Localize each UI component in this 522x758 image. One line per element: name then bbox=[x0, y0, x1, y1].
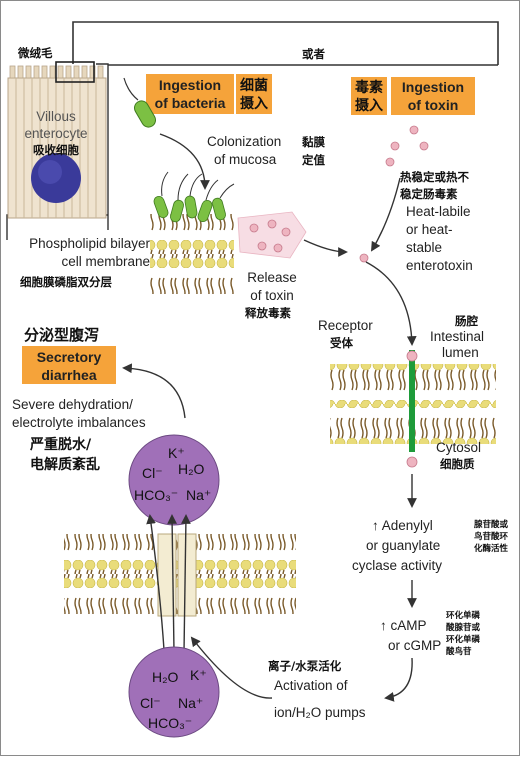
ingestion-toxin-en-2: of toxin bbox=[408, 97, 459, 113]
colonization-en-1: Colonization bbox=[207, 134, 281, 149]
release-en-1: Release bbox=[247, 270, 297, 285]
ion-bottom-na: Na⁺ bbox=[178, 695, 203, 711]
villous-enterocyte bbox=[7, 61, 107, 219]
colonization-zh-1: 黏膜 bbox=[302, 135, 325, 149]
adenylyl-zh-1: 腺苷酸或 bbox=[473, 519, 509, 530]
dehydration-to-diarrhea-arrow bbox=[122, 363, 186, 419]
pump-arrows bbox=[146, 514, 191, 653]
ingestion-bacteria-zh-1: 细菌 bbox=[240, 77, 268, 94]
ingestion-bacteria-en-2: of bacteria bbox=[155, 95, 226, 111]
bacterium-icon bbox=[123, 77, 156, 128]
ion-bottom-k: K⁺ bbox=[190, 667, 207, 683]
secretory-zh: 分泌型腹泻 bbox=[24, 326, 99, 344]
ion-top-na: Na⁺ bbox=[186, 487, 211, 503]
heat-en-4: enterotoxin bbox=[406, 258, 473, 273]
camp-arrow bbox=[384, 657, 413, 702]
heat-en-1: Heat-labile bbox=[406, 204, 471, 219]
ion-top-h2o: H₂O bbox=[178, 461, 205, 477]
ion-circle-top bbox=[128, 434, 220, 526]
secretory-diarrhea-box bbox=[22, 346, 116, 384]
colonization-en-2: of mucosa bbox=[214, 152, 277, 167]
camp-zh-4: 酸鸟苷 bbox=[446, 646, 472, 657]
ingestion-toxin-en-1: Ingestion bbox=[402, 79, 464, 95]
lumen-en-1: Intestinal bbox=[430, 329, 484, 344]
bacteria-arrow bbox=[159, 133, 210, 190]
ion-circle-bottom bbox=[128, 646, 220, 738]
camp-zh-1: 环化单磷 bbox=[446, 610, 481, 621]
colonized-membrane bbox=[150, 171, 235, 294]
camp-en-1: ↑ cAMP bbox=[380, 618, 427, 633]
toxin-to-receptor-arrow bbox=[365, 261, 417, 346]
camp-zh-2: 酸腺苷或 bbox=[446, 622, 481, 633]
or-label: 或者 bbox=[302, 47, 325, 61]
pump-activation-arrow bbox=[190, 636, 273, 699]
secretory-en-2: diarrhea bbox=[41, 367, 96, 383]
villous-label-1: Villous bbox=[36, 109, 76, 124]
dehydration-zh-2: 电解质紊乱 bbox=[30, 456, 100, 473]
phospholipid-zh: 细胞膜磷脂双分层 bbox=[20, 275, 112, 289]
villous-label-zh: 吸收细胞 bbox=[33, 143, 79, 157]
secretory-en-1: Secretory bbox=[37, 349, 102, 365]
ion-top-cl: Cl⁻ bbox=[142, 465, 163, 481]
ingestion-toxin-zh-1: 毒素 bbox=[355, 79, 383, 96]
villous-label-2: enterocyte bbox=[24, 126, 87, 141]
ion-bottom-hco3: HCO₃⁻ bbox=[148, 715, 192, 731]
camp-zh-3: 环化单磷 bbox=[446, 634, 481, 645]
toxin-release-cloud bbox=[237, 211, 307, 259]
colonization-zh-2: 定值 bbox=[302, 153, 325, 167]
ingestion-toxin-zh-2: 摄入 bbox=[355, 97, 383, 114]
target-membrane bbox=[330, 350, 496, 468]
phospholipid-en-2: cell membrane bbox=[61, 254, 150, 269]
microvilli-label: 微绒毛 bbox=[17, 46, 53, 60]
release-zh: 释放毒素 bbox=[245, 306, 291, 320]
cytosol-en: Cytosol bbox=[436, 440, 481, 455]
toxin-particles bbox=[359, 125, 429, 263]
adenylyl-zh-3: 化酶活性 bbox=[474, 543, 509, 554]
receptor-channel bbox=[409, 350, 415, 452]
dehydration-zh-1: 严重脱水/ bbox=[29, 436, 92, 453]
release-arrow bbox=[303, 239, 348, 257]
ion-top-hco3: HCO₃⁻ bbox=[134, 487, 178, 503]
cytosol-zh: 细胞质 bbox=[440, 457, 475, 471]
ingestion-toxin-box bbox=[351, 77, 475, 115]
ion-bottom-h2o: H₂O bbox=[152, 669, 179, 685]
heat-en-3: stable bbox=[406, 240, 442, 255]
receptor-en: Receptor bbox=[318, 318, 373, 333]
heat-zh-1: 热稳定或热不 bbox=[400, 170, 469, 184]
lumen-zh: 肠腔 bbox=[455, 314, 478, 328]
camp-en-2: or cGMP bbox=[388, 638, 441, 653]
dehydration-en-2: electrolyte imbalances bbox=[12, 415, 146, 430]
adenylyl-en-1: ↑ Adenylyl bbox=[372, 518, 433, 533]
pump-membrane bbox=[64, 533, 296, 617]
lumen-en-2: lumen bbox=[442, 345, 479, 360]
pump-zh: 离子/水泵活化 bbox=[268, 659, 342, 673]
pump-en-2: ion/H₂O pumps bbox=[274, 705, 366, 720]
ion-top-k: K⁺ bbox=[168, 445, 185, 461]
phospholipid-en-1: Phospholipid bilayer bbox=[29, 236, 150, 251]
adenylyl-zh-2: 鸟苷酸环 bbox=[474, 531, 509, 542]
adenylyl-en-2: or guanylate bbox=[366, 538, 440, 553]
heat-zh-2: 稳定肠毒素 bbox=[400, 187, 458, 201]
receptor-zh: 受体 bbox=[330, 336, 353, 350]
pump-en-1: Activation of bbox=[274, 678, 348, 693]
dehydration-en-1: Severe dehydration/ bbox=[12, 397, 133, 412]
ingestion-bacteria-box bbox=[146, 74, 272, 114]
toxin-arrow bbox=[370, 177, 401, 252]
adenylyl-en-3: cyclase activity bbox=[352, 558, 442, 573]
ingestion-bacteria-zh-2: 摄入 bbox=[240, 95, 268, 112]
ion-bottom-cl: Cl⁻ bbox=[140, 695, 161, 711]
release-en-2: of toxin bbox=[250, 288, 294, 303]
heat-en-2: or heat- bbox=[406, 222, 453, 237]
ingestion-bacteria-en-1: Ingestion bbox=[159, 77, 221, 93]
